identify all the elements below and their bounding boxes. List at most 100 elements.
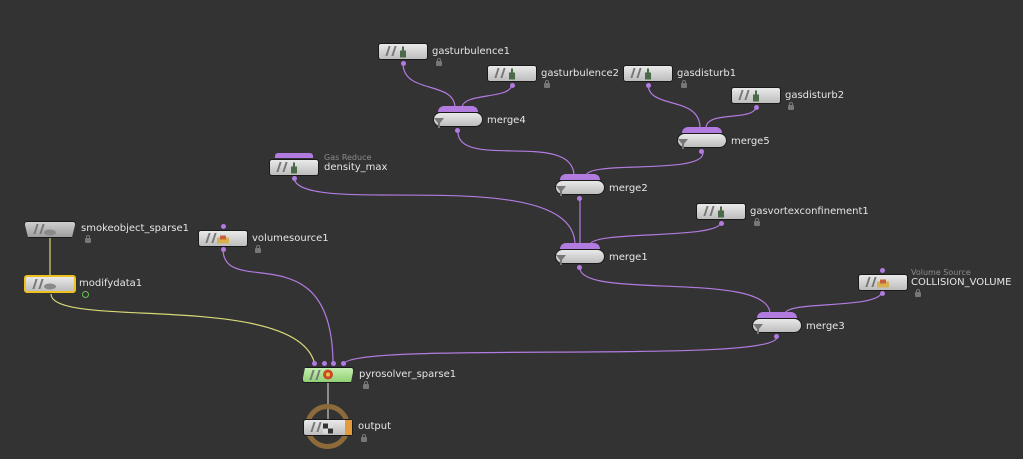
bar [32, 279, 38, 289]
input-port[interactable] [312, 361, 317, 366]
merge-input-bar[interactable] [560, 243, 600, 249]
output-port[interactable] [221, 247, 226, 252]
node-tile[interactable] [433, 112, 483, 128]
node-comment: Volume Source [911, 268, 971, 277]
input-port[interactable] [331, 361, 336, 366]
output-port[interactable] [577, 196, 582, 201]
node-label: gasturbulence1 [432, 46, 511, 57]
bar [494, 68, 500, 78]
node-label: gasdisturb1 [677, 68, 737, 79]
node-label: gasdisturb2 [785, 90, 845, 101]
node-tile[interactable] [555, 249, 605, 265]
node-label: modifydata1 [79, 278, 143, 289]
wire-vortex-merge1[interactable] [589, 221, 722, 246]
wire-collision-merge3[interactable] [784, 290, 883, 315]
wire-merge4-merge2[interactable] [457, 131, 575, 177]
merge-input-bar[interactable] [438, 106, 478, 112]
dop-flask-icon [752, 86, 760, 105]
bar [871, 277, 877, 287]
input-port[interactable] [341, 361, 346, 366]
bar [738, 90, 744, 100]
node-label: gasturbulence2 [541, 68, 620, 79]
bar [316, 422, 322, 432]
funnel-icon [434, 113, 444, 132]
node-tile[interactable] [198, 230, 248, 247]
node-label: COLLISION_VOLUME [911, 277, 1012, 288]
wire-merge3-solver[interactable] [342, 336, 778, 366]
output-port[interactable] [455, 128, 460, 133]
wire-merge5-merge2[interactable] [585, 152, 704, 177]
node-tile[interactable] [303, 419, 353, 436]
output-port[interactable] [774, 334, 779, 339]
node-label: merge4 [487, 115, 526, 126]
node-tile[interactable] [24, 275, 76, 293]
node-tile[interactable] [677, 133, 727, 149]
node-tile[interactable] [752, 318, 802, 334]
bar [636, 68, 642, 78]
output-port[interactable] [292, 176, 297, 181]
display-flag[interactable] [345, 420, 352, 435]
node-comment: Gas Reduce [324, 153, 372, 162]
node-label: smokeobject_sparse1 [81, 223, 189, 234]
volume-source-icon [217, 229, 229, 248]
node-tile[interactable] [858, 274, 908, 291]
funnel-icon [753, 319, 763, 338]
node-label: volumesource1 [252, 233, 329, 244]
wire-gasdisturb1-merge5[interactable] [647, 83, 701, 129]
output-port[interactable] [577, 265, 582, 270]
pyro-solver-icon [322, 367, 334, 383]
dop-flask-icon [508, 64, 516, 83]
input-port[interactable] [880, 268, 885, 273]
output-port[interactable] [719, 221, 724, 226]
bar [309, 370, 315, 380]
wire-merge1-merge3[interactable] [579, 267, 771, 315]
dop-flask-icon [399, 42, 407, 61]
output-port[interactable] [510, 83, 515, 88]
lock-icon [544, 80, 550, 88]
node-tile[interactable] [302, 367, 354, 383]
node-label: merge3 [806, 321, 845, 332]
bar [276, 162, 282, 172]
output-port[interactable] [880, 291, 885, 296]
dop-flask-icon [717, 202, 725, 221]
bar [282, 162, 288, 172]
funnel-icon [678, 134, 688, 153]
node-tile[interactable] [487, 65, 537, 82]
node-tile[interactable] [378, 43, 428, 60]
node-tile[interactable] [696, 203, 746, 220]
node-tile[interactable] [24, 221, 76, 238]
output-port[interactable] [401, 61, 406, 66]
output-port[interactable] [699, 149, 704, 154]
node-tile[interactable] [623, 65, 673, 82]
output-port[interactable] [754, 105, 759, 110]
node-tile[interactable] [731, 87, 781, 104]
bar [709, 206, 715, 216]
bar [385, 46, 391, 56]
lock-icon [788, 102, 794, 110]
node-label: merge2 [609, 183, 648, 194]
merge-input-bar[interactable] [757, 312, 797, 318]
wire-gasturbulence1-merge4[interactable] [402, 62, 456, 109]
lock-icon [915, 289, 921, 297]
wire-gasturbulence2-merge4[interactable] [461, 83, 513, 109]
wire-modifydata-solver[interactable] [50, 293, 316, 366]
node-tile[interactable] [555, 180, 605, 196]
input-port[interactable] [221, 224, 226, 229]
merge-input-bar[interactable] [682, 127, 722, 133]
merge-input-bar[interactable] [560, 174, 600, 180]
bar [33, 224, 39, 234]
node-tile[interactable] [269, 159, 319, 176]
bar [630, 68, 636, 78]
bar [391, 46, 397, 56]
wire-gasdisturb2-merge5[interactable] [705, 105, 757, 129]
wire-densitymax-merge1[interactable] [293, 176, 576, 246]
bar [315, 370, 321, 380]
input-port[interactable] [322, 361, 327, 366]
node-label: merge1 [609, 252, 648, 263]
wire-volumesource-solver[interactable] [222, 248, 334, 366]
output-port[interactable] [646, 83, 651, 88]
bar [744, 90, 750, 100]
lock-icon [255, 245, 261, 253]
